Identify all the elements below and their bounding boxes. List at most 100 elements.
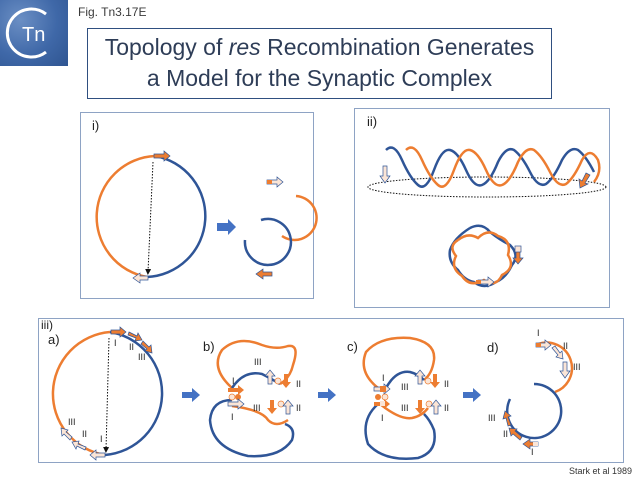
site-II-arrow bbox=[282, 399, 294, 415]
panel-ii-plectoneme bbox=[367, 146, 607, 198]
orange-loop bbox=[231, 404, 289, 426]
blue-loop bbox=[208, 398, 295, 458]
resolvase-subunit bbox=[235, 394, 241, 400]
site-II-arrow bbox=[281, 374, 291, 388]
site-III-arrow bbox=[502, 410, 512, 427]
res-site-arrow bbox=[153, 150, 171, 162]
orange-loop bbox=[362, 336, 436, 389]
site-label: II bbox=[296, 379, 301, 389]
dotted-synapsis-line bbox=[145, 161, 154, 275]
subpanel-d-label: d) bbox=[487, 340, 499, 355]
site-I-arrow bbox=[89, 449, 106, 461]
site-III-arrow bbox=[415, 400, 425, 414]
blue-strand bbox=[146, 154, 207, 279]
site-II-arrow bbox=[127, 331, 143, 342]
res-site-arrow bbox=[132, 272, 149, 284]
site-label: III bbox=[488, 413, 496, 423]
site-III-arrow bbox=[559, 361, 571, 379]
site-label: II bbox=[444, 379, 449, 389]
panel-ii bbox=[354, 108, 610, 308]
title-pre: Topology of bbox=[104, 34, 229, 60]
blue-strand bbox=[104, 330, 164, 457]
site-label: I bbox=[381, 413, 384, 423]
site-label: III bbox=[573, 362, 581, 372]
site-II-arrow bbox=[430, 374, 440, 388]
site-I-arrow bbox=[110, 326, 127, 338]
site-label: I bbox=[114, 338, 117, 348]
site-label: I bbox=[231, 412, 234, 422]
site-label: II bbox=[82, 429, 87, 439]
site-label: I bbox=[232, 376, 235, 386]
site-II-arrow bbox=[551, 345, 564, 360]
dotted-synapsis-line bbox=[103, 337, 110, 453]
arrow-tail bbox=[533, 442, 538, 446]
site-label: III bbox=[401, 403, 409, 413]
resolvase-subunit bbox=[228, 393, 236, 401]
panel-iii-label: iii) bbox=[41, 318, 53, 332]
citation: Stark et al 1989 bbox=[568, 466, 632, 476]
arrow-tail bbox=[536, 343, 541, 347]
title-line-1: Topology of res Recombination Generates bbox=[88, 32, 551, 63]
arrow-tail bbox=[476, 280, 481, 284]
orange-supercoil bbox=[451, 231, 513, 285]
title-box: Topology of res Recombination Generates … bbox=[87, 28, 552, 99]
site-I-arrow bbox=[228, 385, 244, 395]
resolvase-subunit bbox=[277, 400, 285, 408]
site-label: I bbox=[100, 434, 103, 444]
blue-loop bbox=[364, 403, 436, 460]
res-site-arrow bbox=[379, 165, 391, 184]
resolvase-subunit bbox=[425, 400, 433, 408]
orange-loop bbox=[216, 339, 297, 389]
site-II-arrow bbox=[264, 369, 276, 385]
title-post: Recombination Generates bbox=[260, 34, 535, 60]
site-label: II bbox=[296, 403, 301, 413]
blue-ring bbox=[243, 217, 293, 267]
resolvase-subunit bbox=[381, 393, 389, 401]
transition-arrow bbox=[463, 388, 481, 402]
site-III-arrow bbox=[267, 400, 277, 414]
site-label: I bbox=[382, 373, 385, 383]
site-label: II bbox=[503, 429, 508, 439]
site-label: III bbox=[253, 403, 261, 413]
tn-logo-mark: Tn bbox=[5, 7, 47, 59]
logo-text: Tn bbox=[22, 24, 45, 46]
site-label: III bbox=[254, 357, 262, 367]
transition-arrow bbox=[318, 388, 336, 402]
site-II-arrow bbox=[414, 369, 426, 385]
panel-ii-supercoil bbox=[448, 224, 524, 288]
site-II-arrow bbox=[430, 399, 442, 415]
panel-i bbox=[80, 112, 314, 299]
site-II-arrow bbox=[508, 427, 523, 441]
panel-ii-label: ii) bbox=[367, 114, 378, 129]
blue-loop bbox=[230, 372, 281, 389]
site-III-arrow bbox=[140, 340, 153, 354]
subpanel-c-synapse: I I III II III II bbox=[362, 336, 449, 460]
site-label: I bbox=[531, 447, 534, 457]
panel-i-plasmid bbox=[95, 150, 207, 284]
subpanel-b-label: b) bbox=[203, 339, 215, 354]
tn-logo: Tn bbox=[0, 0, 68, 66]
site-III-arrow bbox=[60, 427, 73, 441]
transition-arrow bbox=[182, 388, 200, 402]
site-label: II bbox=[444, 403, 449, 413]
resolvase-subunit bbox=[274, 377, 282, 385]
subpanel-c-label: c) bbox=[347, 339, 358, 354]
orange-ring bbox=[281, 194, 318, 242]
resolvase-subunit bbox=[375, 394, 381, 400]
dotted-loop bbox=[367, 176, 607, 198]
arrow-tail bbox=[267, 180, 272, 184]
orange-helix bbox=[405, 146, 601, 188]
resolvase-subunit bbox=[424, 377, 432, 385]
res-site-arrow bbox=[578, 172, 591, 189]
res-site-arrow bbox=[255, 268, 273, 280]
orange-strand bbox=[95, 154, 156, 279]
arrow-tail bbox=[514, 245, 522, 253]
subpanel-a-plasmid: I II III III II I bbox=[51, 326, 164, 461]
resolvase-subunit bbox=[380, 386, 386, 392]
panel-i-catenane bbox=[243, 176, 318, 280]
subpanel-b-synapse: III I I II III II bbox=[208, 339, 301, 458]
site-label: III bbox=[138, 352, 146, 362]
site-label: II bbox=[129, 342, 134, 352]
site-label: II bbox=[563, 341, 568, 351]
